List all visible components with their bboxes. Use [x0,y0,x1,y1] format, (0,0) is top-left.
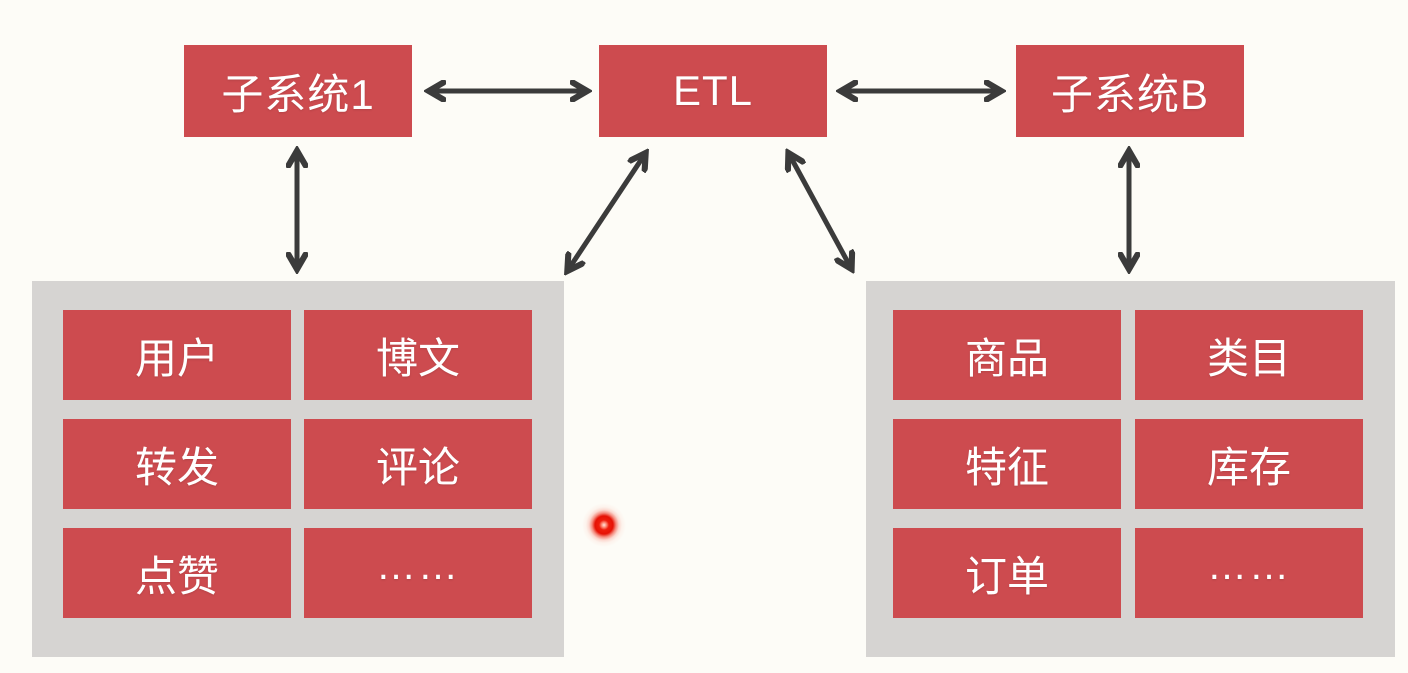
table-box-label: 类目 [1206,334,1291,382]
table-box-features: 特征 [893,419,1121,509]
table-box-comments: 评论 [304,419,532,509]
table-box-label: 评论 [375,443,460,491]
table-box-products: 商品 [893,310,1121,400]
table-box-label: 商品 [964,334,1049,382]
table-box-orders: 订单 [893,528,1121,618]
arrow-etl-leftpanel [568,154,645,270]
table-box-more-left: …… [304,528,532,618]
node-etl-label: ETL [672,67,754,114]
table-box-categories: 类目 [1135,310,1363,400]
laser-pointer-dot [582,503,626,547]
node-subsystem-b-label: 子系统B [1050,70,1209,118]
table-box-inventory: 库存 [1135,419,1363,509]
left-tables-panel: 用户 博文 转发 评论 点赞 …… [32,281,564,657]
table-box-label: 博文 [375,334,460,382]
table-box-label: 特征 [964,443,1049,491]
table-box-label: …… [1207,544,1291,588]
table-box-label: …… [376,544,460,588]
table-box-more-right: …… [1135,528,1363,618]
arrow-etl-rightpanel [789,154,851,268]
table-box-label: 转发 [134,443,219,491]
table-box-label: 点赞 [134,552,219,600]
node-subsystem1-label: 子系统1 [221,70,375,118]
table-box-label: 用户 [134,334,219,382]
table-box-blogposts: 博文 [304,310,532,400]
right-tables-panel: 商品 类目 特征 库存 订单 …… [866,281,1395,657]
node-subsystem-b: 子系统B [1016,45,1244,137]
node-subsystem1: 子系统1 [184,45,412,137]
table-box-reposts: 转发 [63,419,291,509]
table-box-likes: 点赞 [63,528,291,618]
table-box-users: 用户 [63,310,291,400]
node-etl: ETL [599,45,827,137]
table-box-label: 库存 [1206,443,1291,491]
table-box-label: 订单 [964,552,1049,600]
